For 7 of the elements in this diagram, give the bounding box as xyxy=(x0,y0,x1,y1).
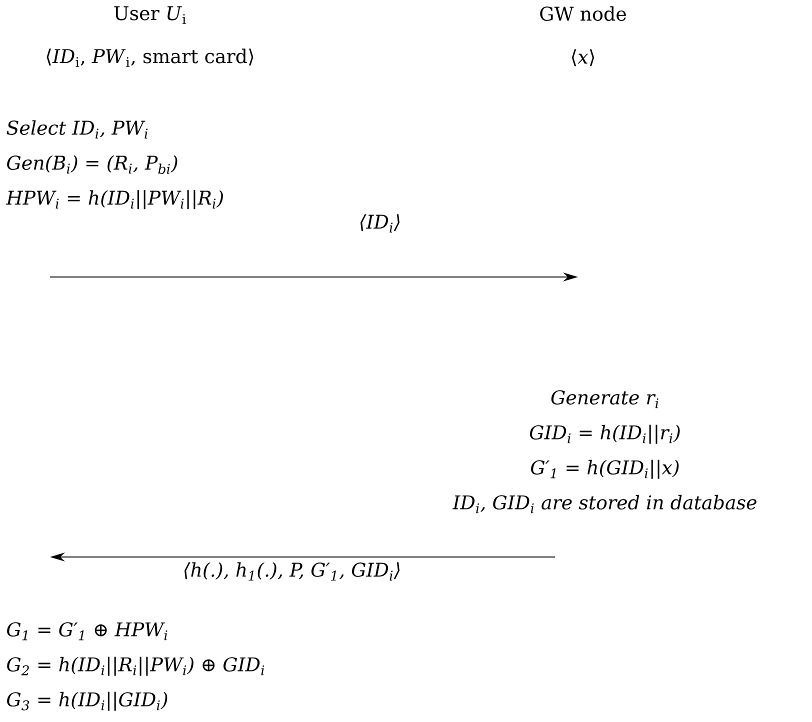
party-header: GW node ⟨x⟩ xyxy=(540,6,626,66)
edge-label: ⟨ID$_{i}$⟩ xyxy=(356,212,404,234)
computation-text: G$_{1}$ = G′$_{1}$ ⊕ HPW$_{i}$ G$_{2}$ = h(ID$_{i}$||R$_{i}$||PW$_{i}$) ⊕ GID$_{i}$ G$_{3}$ = h(ID$_{i}$||GID$_{i}$) xyxy=(7,622,264,711)
computation-text: Generate r$_{i}$ GID$_{i}$ = h(ID$_{i}$||r$_{i}$) G′$_{1}$ = h(GID$_{i}$||x) ID$_{i}$, GID$_{i}$ are stored in database xyxy=(452,390,756,514)
party-header: User U$_{i}$ ⟨ID$_{i}$, PW$_{i}$, smart card⟩ xyxy=(46,6,254,67)
computation-text: Select ID$_{i}$, PW$_{i}$ Gen(B$_{i}$) = (R$_{i}$, P$_{bi}$) HPW$_{i}$ = h(ID$_{i}$||PW$_{i}$||R$_{i}$) xyxy=(6,120,223,210)
edge-label: ⟨h(.), h$_{1}$(.), P, G′$_{1}$, GID$_{i}$⟩ xyxy=(180,560,404,583)
